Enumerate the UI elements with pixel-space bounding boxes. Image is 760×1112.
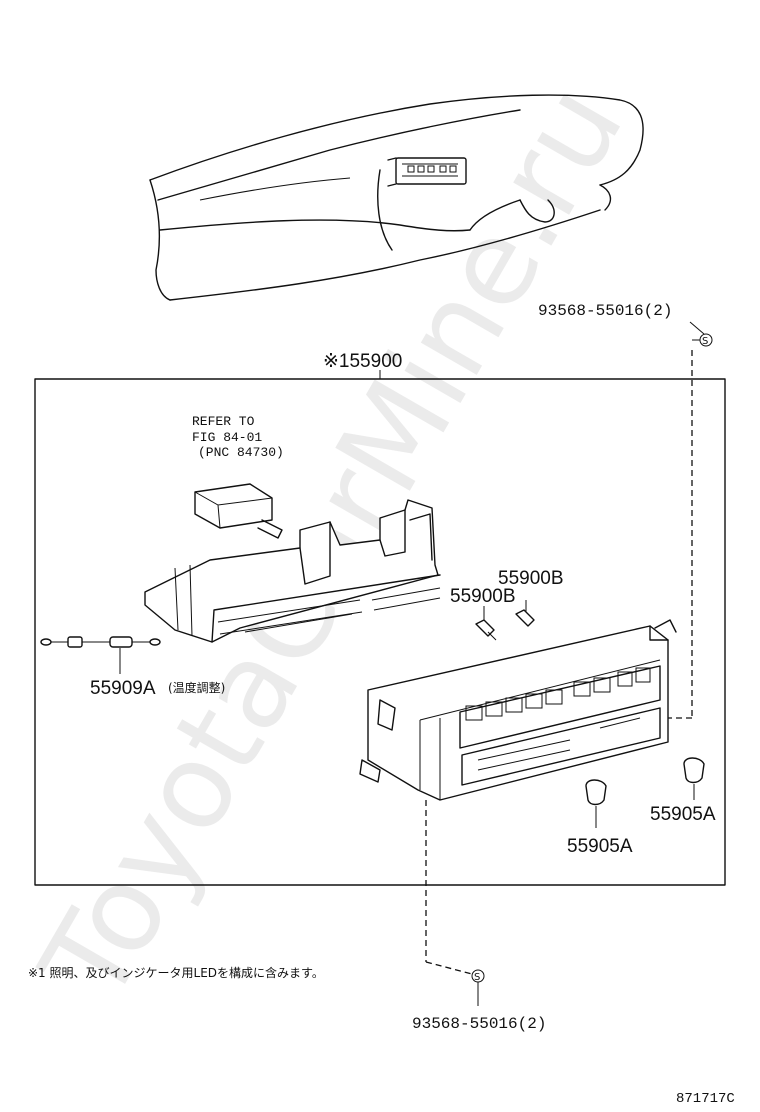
screw-top-label: 93568-55016(2) [538, 302, 672, 320]
sensor-label: 55909A [90, 678, 156, 699]
bulb-part-lower [475, 619, 497, 641]
knob-left-label: 55905A [567, 836, 633, 857]
refer-to-line1: REFER TO [192, 414, 255, 429]
knob-part-right [683, 757, 705, 800]
bulb-lower-label: 55900B [450, 586, 516, 607]
bulb-upper-label: 55900B [498, 568, 564, 589]
knob-right-label: 55905A [650, 804, 716, 825]
dashboard-illustration [149, 94, 644, 301]
footnote: ※1 照明、及びインジケータ用LEDを構成に含みます。 [28, 965, 324, 980]
figure-code: 871717C [676, 1091, 735, 1107]
sensor-part [40, 636, 161, 674]
bulb-part-upper [515, 600, 535, 627]
control-housing [144, 499, 441, 643]
screw-top-symbol: S [702, 336, 708, 347]
sensor-note: (温度調整) [168, 680, 225, 695]
refer-to-line2: FIG 84-01 [192, 430, 262, 445]
screw-bottom-label: 93568-55016(2) [412, 1015, 546, 1033]
knob-part-left [585, 779, 607, 828]
refer-to-line3: (PNC 84730) [198, 445, 284, 460]
control-panel-part [359, 619, 677, 801]
assembly-label: ※155900 [323, 351, 402, 372]
connector-part [194, 483, 283, 539]
screw-bottom-symbol: S [474, 972, 480, 983]
